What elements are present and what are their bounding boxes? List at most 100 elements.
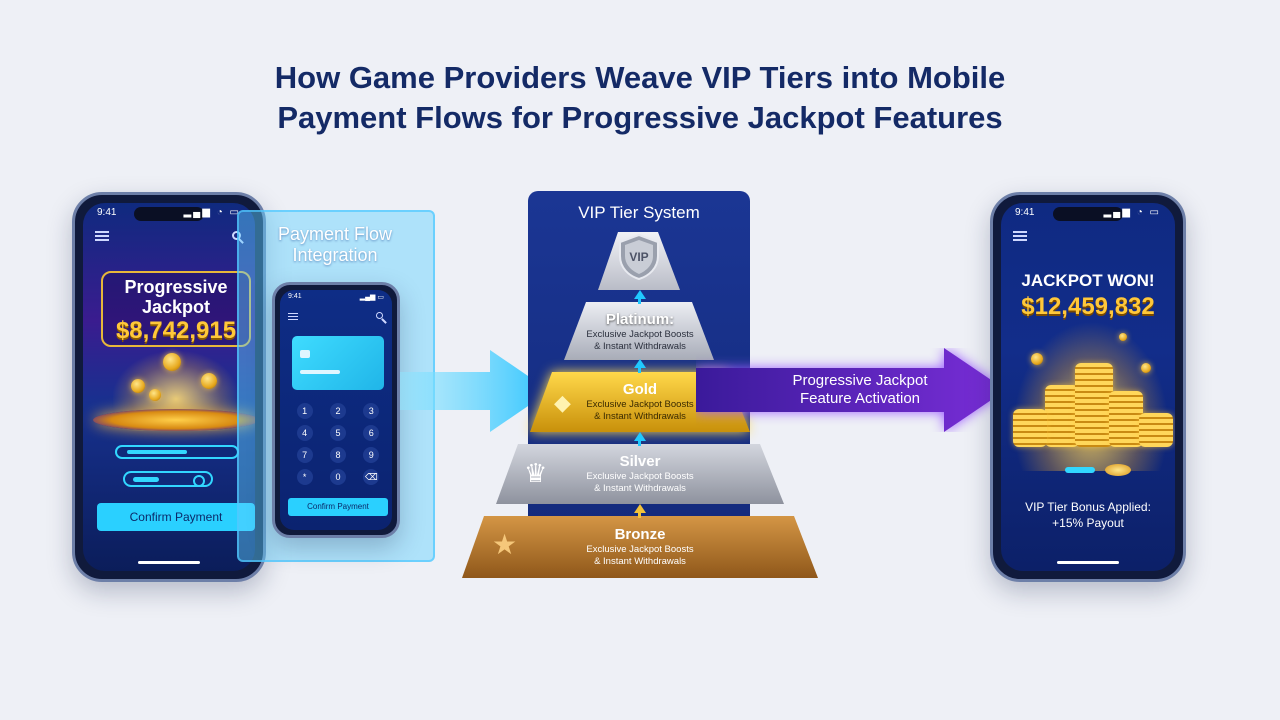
tier-desc: Exclusive Jackpot Boosts xyxy=(586,399,694,410)
tier-name: Platinum: xyxy=(605,311,675,328)
payment-flow-title-2: Integration xyxy=(292,245,378,265)
vip-bonus-text: VIP Tier Bonus Applied: +15% Payout xyxy=(1001,499,1175,531)
jackpot-display: Progressive Jackpot $8,742,915 xyxy=(101,271,251,347)
tier-name: Gold xyxy=(622,381,658,398)
bronze-tier xyxy=(462,516,818,578)
tier-name: Bronze xyxy=(614,526,666,543)
tier-arrow xyxy=(638,512,641,518)
hamburger-menu-icon[interactable] xyxy=(288,313,298,320)
vip-shield-icon xyxy=(619,234,659,280)
keypad-key[interactable]: 6 xyxy=(355,424,388,442)
progress-indicator xyxy=(1065,467,1095,473)
tier-bronze: Bronze Exclusive Jackpot Boosts & Instan… xyxy=(560,526,720,568)
tier-desc: & Instant Withdrawals xyxy=(594,483,686,494)
status-time: 9:41 xyxy=(97,207,117,218)
crown-icon: ♛ xyxy=(524,458,548,488)
jackpot-amount: $8,742,915 xyxy=(115,317,237,344)
coin-stack xyxy=(1045,385,1079,447)
tier-arrow xyxy=(638,367,641,373)
jackpot-label-2: Jackpot xyxy=(141,297,211,317)
tier-arrow xyxy=(638,298,641,304)
keypad-key[interactable]: 7 xyxy=(288,446,321,464)
payment-phone: 9:41 ▂▄▆ ▭ 1 2 3 4 5 6 7 8 9 * 0 ⌫ Confi… xyxy=(272,282,400,538)
coin-stack xyxy=(1075,363,1113,447)
tier-arrow xyxy=(638,440,641,446)
payment-phone-screen: 9:41 ▂▄▆ ▭ 1 2 3 4 5 6 7 8 9 * 0 ⌫ Confi… xyxy=(280,290,392,530)
keypad-key[interactable]: 1 xyxy=(288,402,321,420)
jackpot-won-screen: 9:41 ▂▄▆ ◔ ▭ JACKPOT WON! $12,459,832 VI… xyxy=(1001,203,1175,571)
keypad-key[interactable]: 0 xyxy=(321,468,354,486)
tier-arrow-up-icon xyxy=(634,290,646,299)
coin-icon xyxy=(1141,363,1151,373)
tier-desc: Exclusive Jackpot Boosts xyxy=(586,471,694,482)
vip-bonus-line-1: VIP Tier Bonus Applied: xyxy=(1025,500,1151,514)
phone-notch xyxy=(1053,207,1123,221)
coin-icon xyxy=(149,389,161,401)
status-bar: 9:41 ▂▄▆ ▭ xyxy=(288,293,384,301)
vip-pyramid xyxy=(462,232,818,578)
tier-desc: & Instant Withdrawals xyxy=(594,411,686,422)
coin-icon xyxy=(131,379,145,393)
jackpot-platform xyxy=(93,409,255,431)
keypad-key[interactable]: 9 xyxy=(355,446,388,464)
status-bar: 9:41 ▂▄▆ ◔ ▭ xyxy=(97,207,241,218)
payment-flow-title-1: Payment Flow xyxy=(277,224,393,244)
keypad-key[interactable]: 5 xyxy=(321,424,354,442)
signal-wifi-battery-icon: ▂▄▆ ◔ ▭ xyxy=(183,207,241,218)
keypad-key[interactable]: 2 xyxy=(321,402,354,420)
payment-flow-title: Payment Flow Integration xyxy=(248,224,422,266)
gem-icon: ◆ xyxy=(554,390,571,415)
title-line-1: How Game Providers Weave VIP Tiers into … xyxy=(274,60,1006,95)
activation-label-1: Progressive Jackpot xyxy=(792,372,928,389)
coin-icon xyxy=(1031,353,1043,365)
jackpot-phone-screen: 9:41 ▂▄▆ ◔ ▭ Progressive Jackpot $8,742,… xyxy=(83,203,255,571)
jackpot-phone: 9:41 ▂▄▆ ◔ ▭ Progressive Jackpot $8,742,… xyxy=(72,192,266,582)
gold-tier xyxy=(530,372,750,432)
tier-arrow-up-icon xyxy=(634,432,646,441)
phone-notch xyxy=(134,207,204,221)
confirm-payment-button[interactable]: Confirm Payment xyxy=(97,503,255,531)
coin-icon xyxy=(1119,333,1127,341)
keypad-key[interactable]: 8 xyxy=(321,446,354,464)
jackpot-label-1: Progressive xyxy=(124,277,228,297)
card-number-line xyxy=(300,370,340,374)
jackpot-won-headline: JACKPOT WON! xyxy=(1021,271,1155,290)
keypad-backspace-icon[interactable]: ⌫ xyxy=(355,468,388,486)
tier-silver: Silver Exclusive Jackpot Boosts & Instan… xyxy=(560,453,720,495)
tier-desc: & Instant Withdrawals xyxy=(594,341,686,352)
tier-gold: Gold Exclusive Jackpot Boosts & Instant … xyxy=(560,381,720,423)
tier-arrow-up-icon xyxy=(634,504,646,513)
signal-wifi-battery-icon: ▂▄▆ ◔ ▭ xyxy=(1103,207,1161,218)
title-line-2: Payment Flows for Progressive Jackpot Fe… xyxy=(277,100,1003,135)
hamburger-menu-icon[interactable] xyxy=(95,231,109,241)
tier-arrow-up-icon xyxy=(634,359,646,368)
activation-label-2: Feature Activation xyxy=(799,390,921,407)
keypad-key[interactable]: * xyxy=(288,468,321,486)
keypad-key[interactable]: 3 xyxy=(355,402,388,420)
home-indicator xyxy=(1057,561,1119,564)
progress-indicator xyxy=(115,445,239,459)
keypad: 1 2 3 4 5 6 7 8 9 * 0 ⌫ xyxy=(288,402,388,486)
search-icon[interactable] xyxy=(232,231,241,240)
toggle-control[interactable] xyxy=(123,471,213,487)
jackpot-won-amount: $12,459,832 xyxy=(1021,293,1155,320)
payment-card[interactable] xyxy=(292,336,384,390)
status-time: 9:41 xyxy=(288,293,302,300)
search-icon[interactable] xyxy=(376,312,383,319)
vip-bonus-line-2: +15% Payout xyxy=(1052,516,1124,530)
hamburger-menu-icon[interactable] xyxy=(1013,231,1027,241)
vip-badge-label: VIP xyxy=(629,250,649,264)
coin-stack xyxy=(1013,409,1047,447)
star-icon: ★ xyxy=(492,529,518,560)
tier-platinum: Platinum: Exclusive Jackpot Boosts & Ins… xyxy=(566,311,714,353)
status-bar: 9:41 ▂▄▆ ◔ ▭ xyxy=(1015,207,1161,218)
status-time: 9:41 xyxy=(1015,207,1035,218)
tier-desc: Exclusive Jackpot Boosts xyxy=(586,329,694,340)
home-indicator xyxy=(138,561,200,564)
coin-stack xyxy=(1139,413,1173,447)
keypad-key[interactable]: 4 xyxy=(288,424,321,442)
page-title: How Game Providers Weave VIP Tiers into … xyxy=(0,58,1280,138)
tier-name: Silver xyxy=(619,453,661,470)
confirm-payment-button[interactable]: Confirm Payment xyxy=(288,498,388,516)
coin-icon xyxy=(163,353,181,371)
